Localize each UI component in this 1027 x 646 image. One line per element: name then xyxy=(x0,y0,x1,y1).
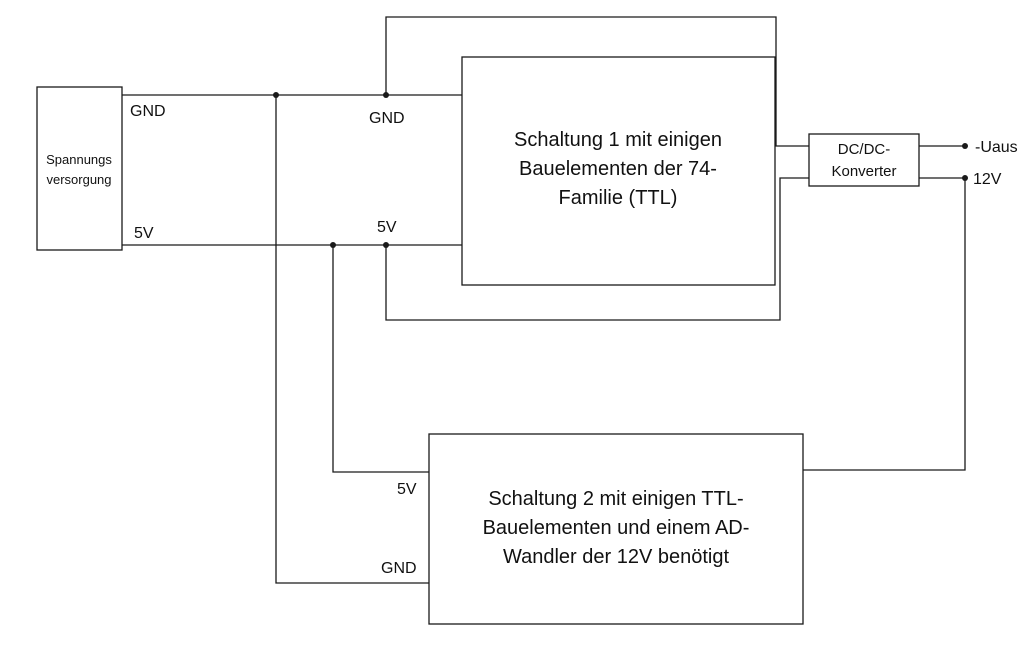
circuit-2-label-line-3: Wandler der 12V benötigt xyxy=(503,546,730,568)
circuit-1-label-line-2: Bauelementen der 74- xyxy=(519,158,717,180)
supply-label-line-2: versorgung xyxy=(46,172,111,187)
circuit-2-label-line-2: Bauelementen und einem AD- xyxy=(483,517,750,539)
circuit-2-block xyxy=(428,433,804,625)
gnd-junction-dot xyxy=(273,92,279,98)
circuit-2-gnd-label: GND xyxy=(381,560,417,577)
circuit-1-gnd-label: GND xyxy=(369,110,405,127)
circuit-2-label-line-1: Schaltung 2 mit einigen TTL- xyxy=(488,488,743,510)
supply-gnd-label: GND xyxy=(130,103,166,120)
gnd-to-circuit2-wire xyxy=(275,95,429,584)
dcdc-converter-block xyxy=(808,133,920,187)
12v-to-circuit2-wire xyxy=(803,178,966,471)
circuit-1-block xyxy=(461,56,776,286)
circuit-1-5v-label: 5V xyxy=(377,219,397,236)
12v-output-label: 12V xyxy=(973,171,1002,188)
uaus-terminal-dot xyxy=(962,143,968,149)
supply-label-line-1: Spannungs xyxy=(46,152,112,167)
circuit-1-label-line-3: Familie (TTL) xyxy=(559,187,678,209)
5v-junction-dot xyxy=(330,242,336,248)
gnd-junction-dot xyxy=(383,92,389,98)
uaus-output-label: -Uaus xyxy=(975,139,1018,156)
12v-junction-dot xyxy=(962,175,968,181)
supply-5v-label: 5V xyxy=(134,225,154,242)
power-supply-block xyxy=(36,86,123,251)
5v-to-circuit2-wire xyxy=(332,245,429,473)
dcdc-label-line-1: DC/DC- xyxy=(838,141,891,158)
circuit-2-5v-label: 5V xyxy=(397,481,417,498)
dcdc-label-line-2: Konverter xyxy=(831,163,896,180)
gnd-to-dcdc-wire xyxy=(385,16,809,147)
circuit-1-label-line-1: Schaltung 1 mit einigen xyxy=(514,129,722,151)
5v-to-dcdc-wire xyxy=(385,177,809,321)
5v-junction-dot xyxy=(383,242,389,248)
